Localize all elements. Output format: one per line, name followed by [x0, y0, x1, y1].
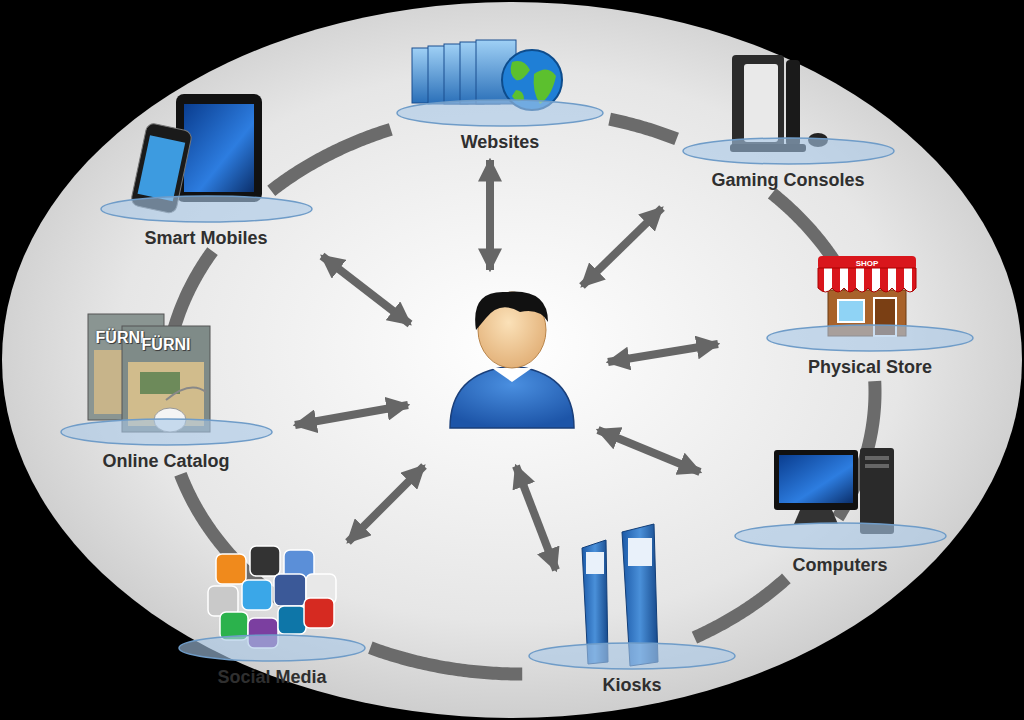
platform-node: Websites [395, 98, 605, 152]
ring-connector [271, 129, 391, 190]
catalog-icon [88, 314, 210, 432]
channel-label: Gaming Consoles [681, 166, 896, 190]
double-arrows [295, 160, 718, 570]
platform-node: Smart Mobiles [99, 194, 314, 248]
channel-label: Kiosks [527, 671, 737, 695]
channel-label: Computers [733, 551, 948, 575]
platform-node: Kiosks [527, 641, 737, 695]
ring-connector [370, 648, 522, 674]
platform-node: Computers [733, 521, 948, 575]
platform-node: Physical Store [765, 323, 975, 377]
printed-label: FÜRNI [96, 329, 145, 347]
channel-label: Physical Store [765, 353, 975, 377]
ring-connector [610, 119, 677, 139]
printed-label: FÜRNI [142, 336, 191, 354]
user-figure [450, 292, 574, 428]
printed-label: SHOP [856, 259, 879, 268]
ring-connector [694, 578, 786, 637]
store-icon [818, 256, 916, 336]
platform-node: Gaming Consoles [681, 136, 896, 190]
channel-label: Online Catalog [59, 447, 274, 471]
platform-node: Online Catalog [59, 417, 274, 471]
channel-label: Websites [395, 128, 605, 152]
platform-node: Social Media [177, 633, 367, 687]
channel-label: Social Media [177, 663, 367, 687]
social-icons [208, 546, 336, 648]
computer-icon [774, 448, 894, 534]
channel-label: Smart Mobiles [99, 224, 314, 248]
